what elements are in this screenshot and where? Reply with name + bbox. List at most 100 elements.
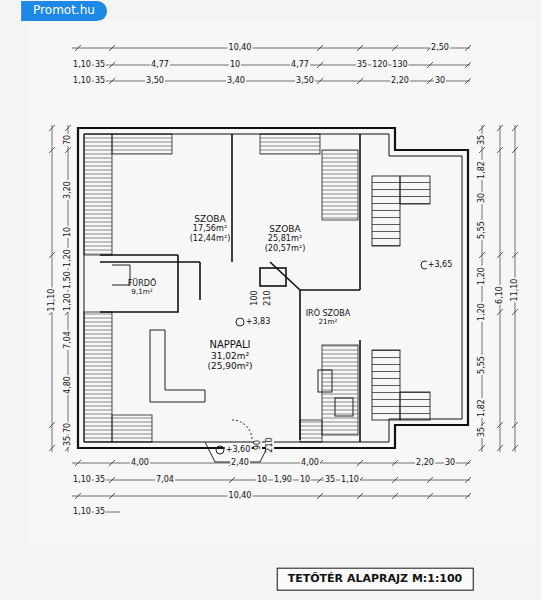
dimension-tick <box>392 460 398 466</box>
room-area: (12,44m²) <box>190 233 231 242</box>
room-name: FÜRDŐ <box>128 279 156 288</box>
dimension-text: 4,80 <box>64 375 72 395</box>
dimension-tick <box>392 477 398 483</box>
room-name: SZOBA <box>190 214 231 224</box>
dimension-text: 1,82 <box>478 160 486 180</box>
dimension-text: 10 <box>256 476 268 484</box>
room-name: NAPPALI <box>207 339 252 351</box>
dimension-text: 2,50 <box>430 44 450 52</box>
dimension-text: 35 <box>478 426 486 438</box>
room-name: TETŐTÉR ALAPRAJZ M:1:100 <box>288 573 463 586</box>
dimension-text: 4,00 <box>300 459 320 467</box>
dimension-tick <box>465 62 471 68</box>
dimension-tick <box>465 78 471 84</box>
dimension-text: 10 <box>299 476 311 484</box>
room-label: NAPPALI31,02m²(25,90m²) <box>207 339 252 371</box>
dimension-tick <box>465 460 471 466</box>
dimension-tick <box>49 422 55 428</box>
room-area: 9,1m² <box>128 288 156 296</box>
room-label: SZOBA17,56m²(12,44m²) <box>190 214 231 243</box>
dimension-tick <box>497 445 503 451</box>
dimension-text: 1,90 <box>273 476 293 484</box>
dimension-text: 30 <box>444 459 456 467</box>
room-area: (20,57m²) <box>265 243 306 252</box>
dimension-tick <box>357 460 363 466</box>
dimension-tick <box>109 493 115 499</box>
dimension-tick <box>479 147 485 153</box>
dimension-text: 1,10 <box>72 476 92 484</box>
dimension-text: 35 <box>94 61 106 69</box>
dimension-text: 3,50 <box>145 77 165 85</box>
dimension-text: 1,10 <box>72 508 92 516</box>
watermark-badge: Promot.hu <box>21 1 107 21</box>
dimension-text: 35 <box>64 435 72 447</box>
room-name: Promot.hu <box>33 4 95 18</box>
dimension-text: 35 <box>94 77 106 85</box>
dimension-tick <box>479 445 485 451</box>
room-label: SZOBA25,81m²(20,57m²) <box>265 224 306 253</box>
dimension-text: 130 <box>391 61 408 69</box>
room-area: 31,02m² <box>207 350 252 360</box>
dimension-text: 1,20 <box>64 292 72 312</box>
dimension-text: 30 <box>478 192 486 204</box>
dimension-tick <box>109 477 115 483</box>
dimension-tick <box>427 62 433 68</box>
dimension-text: 10 <box>229 61 241 69</box>
dimension-tick <box>49 147 55 153</box>
dimension-tick <box>497 309 503 315</box>
room-area: 25,81m² <box>265 234 306 243</box>
dimension-text: 70 <box>64 422 72 434</box>
dimension-tick <box>392 45 398 51</box>
dimension-text: 210 <box>266 436 274 453</box>
title-box: TETŐTÉR ALAPRAJZ M:1:100 <box>277 568 474 591</box>
dimension-tick <box>465 45 471 51</box>
dimension-text: 7,04 <box>64 330 72 350</box>
dimension-tick <box>465 493 471 499</box>
dimension-tick <box>317 62 323 68</box>
dimension-text: 1,20 <box>478 302 486 322</box>
level-mark: +3,65 <box>427 261 454 269</box>
room-area: (25,90m²) <box>207 361 252 371</box>
dimension-text: 11,10 <box>48 288 56 313</box>
dimension-tick <box>479 125 485 131</box>
level-mark: +3,60 <box>225 446 252 454</box>
dimension-text: 1,50 <box>64 270 72 290</box>
room-label: FÜRDŐ9,1m² <box>128 279 156 296</box>
dimension-tick <box>65 125 71 131</box>
dimension-tick <box>75 460 81 466</box>
dimension-tick <box>427 477 433 483</box>
dimension-text: 1,82 <box>478 398 486 418</box>
dimension-tick <box>317 78 323 84</box>
dimension-text: 6,10 <box>496 285 504 305</box>
dimension-tick <box>512 309 518 315</box>
dimension-tick <box>229 477 235 483</box>
dimension-text: 35 <box>94 476 106 484</box>
dimension-text: 10 <box>64 226 72 238</box>
dimension-tick <box>49 125 55 131</box>
dimension-tick <box>497 422 503 428</box>
dimension-tick <box>317 493 323 499</box>
dimension-text: 1,10 <box>72 61 92 69</box>
dimension-tick <box>109 45 115 51</box>
dimension-tick <box>479 252 485 258</box>
dimension-text: 210 <box>264 289 272 306</box>
dimension-text: 35 <box>356 61 368 69</box>
dimension-tick <box>497 147 503 153</box>
dimension-tick <box>512 147 518 153</box>
dimension-tick <box>65 147 71 153</box>
dimension-tick <box>317 45 323 51</box>
dimension-tick <box>109 460 115 466</box>
dimension-tick <box>109 62 115 68</box>
dimension-tick <box>427 78 433 84</box>
room-name: SZOBA <box>265 224 306 234</box>
level-mark: +3,83 <box>245 318 272 326</box>
dimension-tick <box>75 493 81 499</box>
dimension-text: 11,10 <box>511 278 519 303</box>
dimension-tick <box>357 78 363 84</box>
dimension-text: 10,40 <box>228 492 253 500</box>
dimension-tick <box>49 445 55 451</box>
dimension-text: 3,20 <box>64 180 72 200</box>
dimension-tick <box>512 445 518 451</box>
dimension-tick <box>75 45 81 51</box>
